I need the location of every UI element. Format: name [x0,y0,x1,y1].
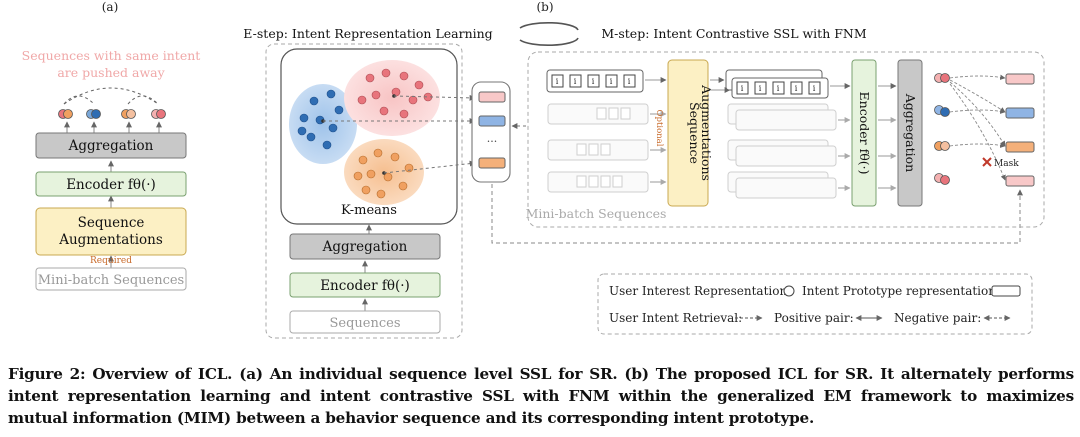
estep-title: E-step: Intent Representation Learning [243,26,492,41]
target-prototype-red [1005,73,1035,85]
optional-label: Optional [654,110,664,147]
legend-intent-prototype: Intent Prototype representation: [802,284,1000,298]
user-interest-dots [934,73,950,185]
legend-circle-icon [783,285,795,297]
input-token-labels: i i i i i [556,77,631,86]
mstep-title: M-step: Intent Contrastive SSL with FNM [601,26,866,41]
aggregation-label-vertical: Aggregation [903,93,918,172]
aggregation-box-a [35,132,187,159]
sequences-label: Sequences [329,316,400,331]
estep-container [265,43,463,339]
mstep-container [527,51,1045,228]
svg-text:i: i [741,84,744,93]
panel-b-label: (b) [536,0,553,14]
legend-negative: Negative pair: [894,311,981,325]
input-sequence-tokens [551,74,636,88]
contrastive-arcs [949,74,1006,181]
encoder-label-vertical: Encoder fθ(·) [857,92,872,175]
blue-cluster-points [297,89,344,150]
aggregation-label-a: Aggregation [68,138,154,154]
retrieval-loop [491,184,1023,244]
aggregation-box-vertical [897,59,923,207]
red-cluster-points [357,68,433,119]
encoder-label-a: Encoder fθ(·) [66,177,156,193]
target-prototype-blue [1005,107,1035,119]
encoder-box-a [35,171,187,197]
augmentation-label-a-line2: Augmentations [58,232,163,248]
mask-label: Mask [994,159,1019,169]
augmentation-box-b [667,59,709,207]
svg-text:i: i [592,77,595,86]
svg-text:i: i [813,84,816,93]
orange-cluster-points [353,148,414,199]
mask-icon [982,157,992,167]
arrows-from-augment [710,77,731,93]
encoder-box-vertical [851,59,877,207]
push-away-arc [127,95,159,105]
minibatch-label-a: Mini-batch Sequences [38,273,184,288]
prototype-ellipsis: ··· [487,135,498,148]
minibatch-box-a [35,267,187,291]
prototype-red [478,91,506,103]
augmentation-label-b-line1: Sequence [687,102,702,164]
augmentation-label-b-line2: Augmentations [699,84,714,181]
legend-retrieval: User Intent Retrieval: [609,311,742,325]
augmentation-label-a-line1: Sequence [78,215,145,231]
legend-positive: Positive pair: [774,311,854,325]
em-cycle-icon [519,21,579,47]
pushed-away-note-line1: Sequences with same intent [22,48,201,63]
legend-prototype-icon [991,285,1021,297]
minibatch-label-b: Mini-batch Sequences [526,206,667,221]
svg-text:i: i [759,84,762,93]
prototype-blue [478,115,506,127]
faded-sequences [547,103,837,199]
legend-user-interest: User Interest Representation: [609,284,791,298]
arrows-to-aggregation [878,83,897,191]
faded-tokens [576,107,631,188]
push-away-arc [63,95,95,105]
pushed-away-note-line2: are pushed away [57,65,165,80]
prototype-stack [471,81,511,183]
centroid-links [323,94,476,174]
aggregation-box-b [289,233,441,260]
prototype-orange [478,157,506,169]
legend-box [597,273,1033,335]
aggregation-label-b: Aggregation [322,239,408,255]
arrows-a [64,121,162,268]
svg-text:i: i [628,77,631,86]
required-label: Required [90,256,132,266]
svg-text:i: i [795,84,798,93]
representation-dots-a [58,109,166,119]
blue-cluster [289,84,357,164]
figure-caption: Figure 2: Overview of ICL. (a) An indivi… [8,365,1074,427]
target-prototype-masked [1005,175,1035,187]
sequences-box [289,310,441,334]
svg-text:i: i [556,77,559,86]
target-prototype-orange [1005,141,1035,153]
kmeans-label: K-means [341,203,397,218]
encoder-label-b: Encoder fθ(·) [320,278,410,294]
push-away-arc [63,87,159,105]
augmented-tokens [736,81,821,95]
encoder-box-b [289,272,441,298]
panel-a-label: (a) [102,0,119,14]
augmented-token-labels: i i i i i [741,84,816,93]
arrows-to-encoder [830,83,851,191]
augmentation-box-a [35,207,187,256]
arrows-to-augment [645,77,667,185]
svg-text:i: i [610,77,613,86]
svg-text:i: i [574,77,577,86]
figure-diagram: (a) Sequences with same intent are pushe… [22,0,1045,339]
svg-text:i: i [777,84,780,93]
